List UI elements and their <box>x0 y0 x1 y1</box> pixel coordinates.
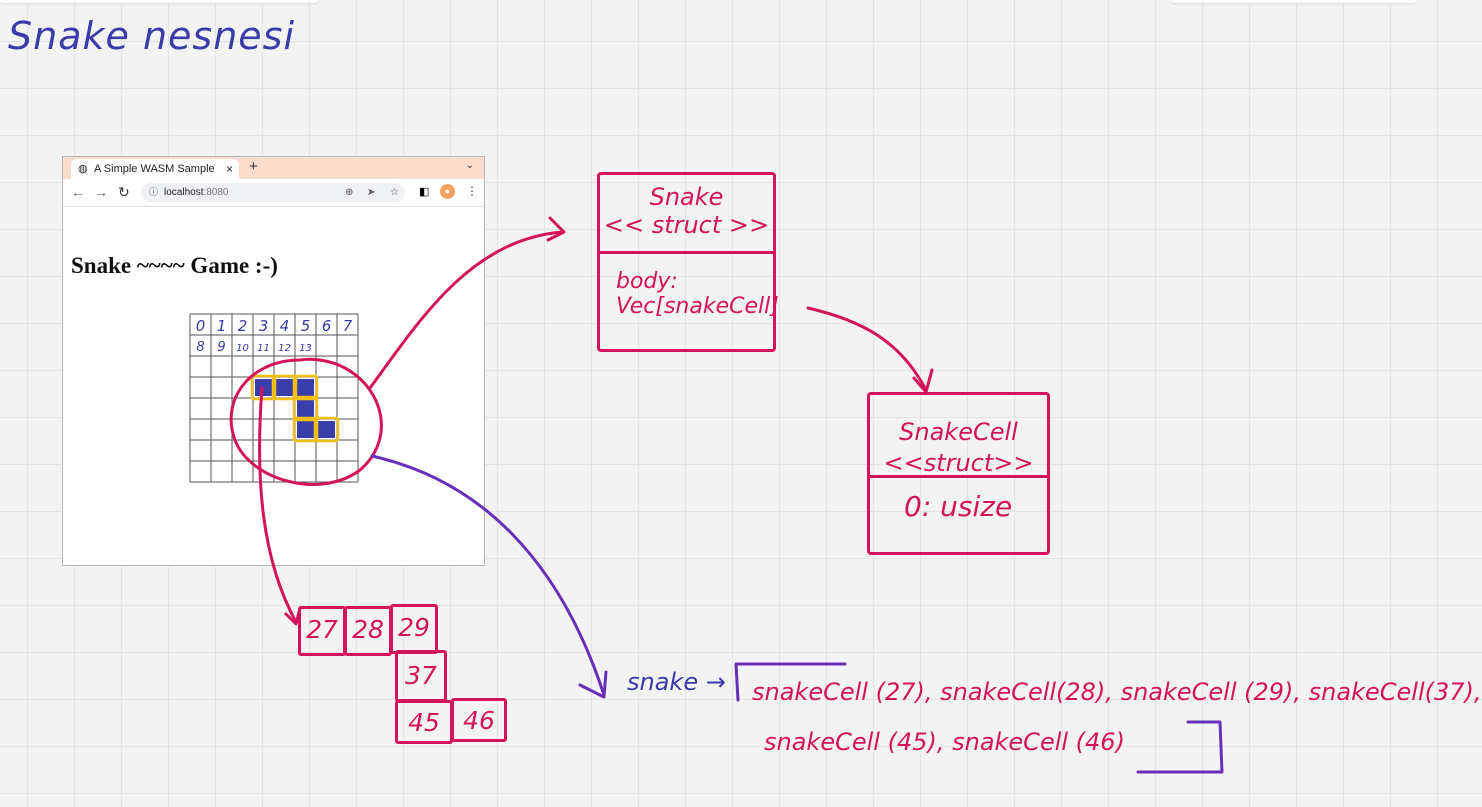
site-info-icon[interactable]: ⓘ <box>149 187 159 197</box>
snake-expression-lhs: snake → <box>627 668 726 696</box>
cell-number-label: 11 <box>257 343 270 354</box>
snake-cell <box>276 379 293 396</box>
cell-number-label: 3 <box>259 317 269 335</box>
page-title: Snake nesnesi <box>8 14 296 58</box>
cell-number-label: 4 <box>280 317 290 335</box>
snake-struct-name: Snake <box>649 183 724 211</box>
browser-tab[interactable]: ◍ A Simple WASM Sample × <box>71 159 239 179</box>
cell-box: 28 <box>344 606 392 656</box>
cell-number-label: 9 <box>217 340 225 355</box>
top-toolbar-edge-left <box>0 0 318 3</box>
cell-number-label: 8 <box>196 340 204 355</box>
arrow-to-expression-head <box>578 670 608 699</box>
profile-avatar-icon[interactable]: ● <box>440 184 455 199</box>
cell-number-label: 13 <box>299 343 312 354</box>
url-port: :8080 <box>203 187 229 198</box>
snake-cell <box>297 400 314 417</box>
cell-number-label: 7 <box>343 317 353 335</box>
snake-struct-header: Snake << struct >> <box>600 175 773 251</box>
snake-expression-line2: snakeCell (45), snakeCell (46) <box>764 728 1125 756</box>
cell-box: 45 <box>395 700 453 744</box>
cell-number-label: 2 <box>238 317 248 335</box>
url-host: localhost <box>164 187 204 198</box>
snakecell-struct-name: SnakeCell <box>899 418 1018 446</box>
zoom-icon[interactable]: ⊕ <box>345 187 354 198</box>
top-toolbar-edge-right <box>1172 0 1416 3</box>
snakecell-struct-box: SnakeCell <<struct>> 0: usize <box>867 392 1050 555</box>
globe-icon: ◍ <box>78 163 88 175</box>
address-bar[interactable]: ⓘ localhost:8080 ⊕ ➤ ☆ <box>141 183 405 202</box>
snakecell-struct-field: 0: usize <box>904 490 1013 523</box>
arrow-to-snakecell-struct <box>806 306 928 392</box>
snake-cell <box>297 379 314 396</box>
cell-number-label: 10 <box>236 343 249 354</box>
cell-number-label: 0 <box>196 317 206 335</box>
cell-number-label: 6 <box>322 317 332 335</box>
snake-expression-line1: snakeCell (27), snakeCell(28), snakeCell… <box>752 678 1482 706</box>
snakecell-struct-header: SnakeCell <<struct>> <box>870 395 1047 477</box>
snake-struct-field: body: Vec[snakeCell] <box>616 269 779 319</box>
new-tab-button[interactable]: + <box>249 158 258 175</box>
snake-cell <box>297 421 314 438</box>
cell-box: 37 <box>395 650 447 702</box>
snake-cell <box>318 421 335 438</box>
tab-list-chevron-icon[interactable]: ⌄ <box>465 160 474 171</box>
cell-box: 27 <box>298 606 346 656</box>
reload-icon[interactable]: ↻ <box>118 184 130 200</box>
cell-box: 29 <box>390 604 438 654</box>
browser-toolbar: ← → ↻ ⓘ localhost:8080 ⊕ ➤ ☆ ◧ ● ⋮ <box>63 179 484 207</box>
side-panel-icon[interactable]: ◧ <box>419 186 430 198</box>
snake-struct-box: Snake << struct >> body: Vec[snakeCell] <box>597 172 779 352</box>
page-heading: Snake ~~~~ Game :-) <box>71 253 278 278</box>
snake-struct-divider <box>600 251 773 254</box>
tab-strip: ◍ A Simple WASM Sample × + ⌄ <box>63 157 484 179</box>
url-text: localhost:8080 <box>164 183 229 202</box>
vector-close-bracket <box>1136 720 1224 774</box>
arrow-to-snakecell-struct-head <box>912 368 934 394</box>
tab-title: A Simple WASM Sample <box>94 163 215 175</box>
cell-number-label: 5 <box>301 317 311 335</box>
snakecell-struct-stereotype: <<struct>> <box>883 449 1034 477</box>
tab-close-icon[interactable]: × <box>225 162 233 176</box>
snake-struct-stereotype: << struct >> <box>603 211 770 239</box>
send-icon[interactable]: ➤ <box>367 187 376 198</box>
cell-number-label: 12 <box>278 343 291 354</box>
browser-screenshot: ◍ A Simple WASM Sample × + ⌄ ← → ↻ ⓘ loc… <box>62 156 485 566</box>
cell-number-label: 1 <box>217 317 227 335</box>
forward-icon[interactable]: → <box>94 184 108 200</box>
cell-box: 46 <box>451 698 507 742</box>
bookmark-star-icon[interactable]: ☆ <box>390 187 399 198</box>
snake-cell <box>255 379 272 396</box>
snakecell-struct-divider <box>870 475 1047 478</box>
menu-kebab-icon[interactable]: ⋮ <box>466 184 478 198</box>
arrow-to-snake-struct-head <box>546 216 566 242</box>
back-icon[interactable]: ← <box>71 184 85 200</box>
